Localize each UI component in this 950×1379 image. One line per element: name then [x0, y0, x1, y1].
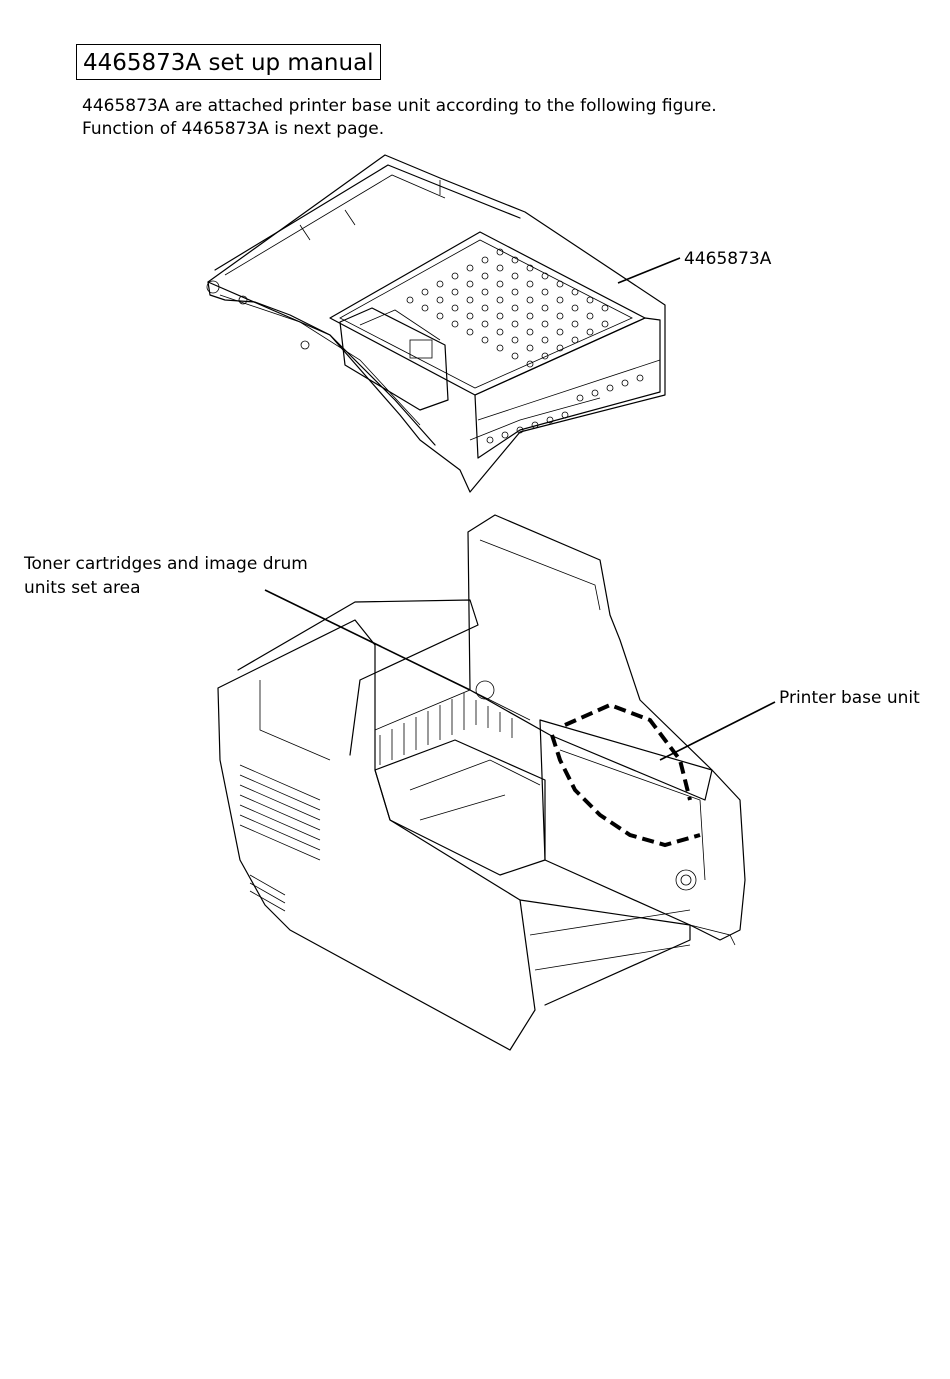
- part-4465873a-label: 4465873A: [684, 249, 772, 269]
- toner-leader-line: [264, 589, 471, 691]
- printer-base-unit-drawing: [217, 514, 746, 1051]
- part-4465873a-drawing: [206, 154, 666, 493]
- page-title: 4465873A set up manual: [76, 44, 381, 80]
- toner-area-label-line-1: Toner cartridges and image drum: [24, 554, 308, 574]
- toner-area-label-line-2: units set area: [24, 578, 141, 598]
- part-leader-line: [617, 257, 681, 284]
- intro-line-2: Function of 4465873A is next page.: [82, 119, 385, 139]
- intro-line-1: 4465873A are attached printer base unit …: [82, 96, 717, 116]
- base-leader-line: [659, 701, 776, 761]
- printer-base-unit-label: Printer base unit: [779, 688, 920, 708]
